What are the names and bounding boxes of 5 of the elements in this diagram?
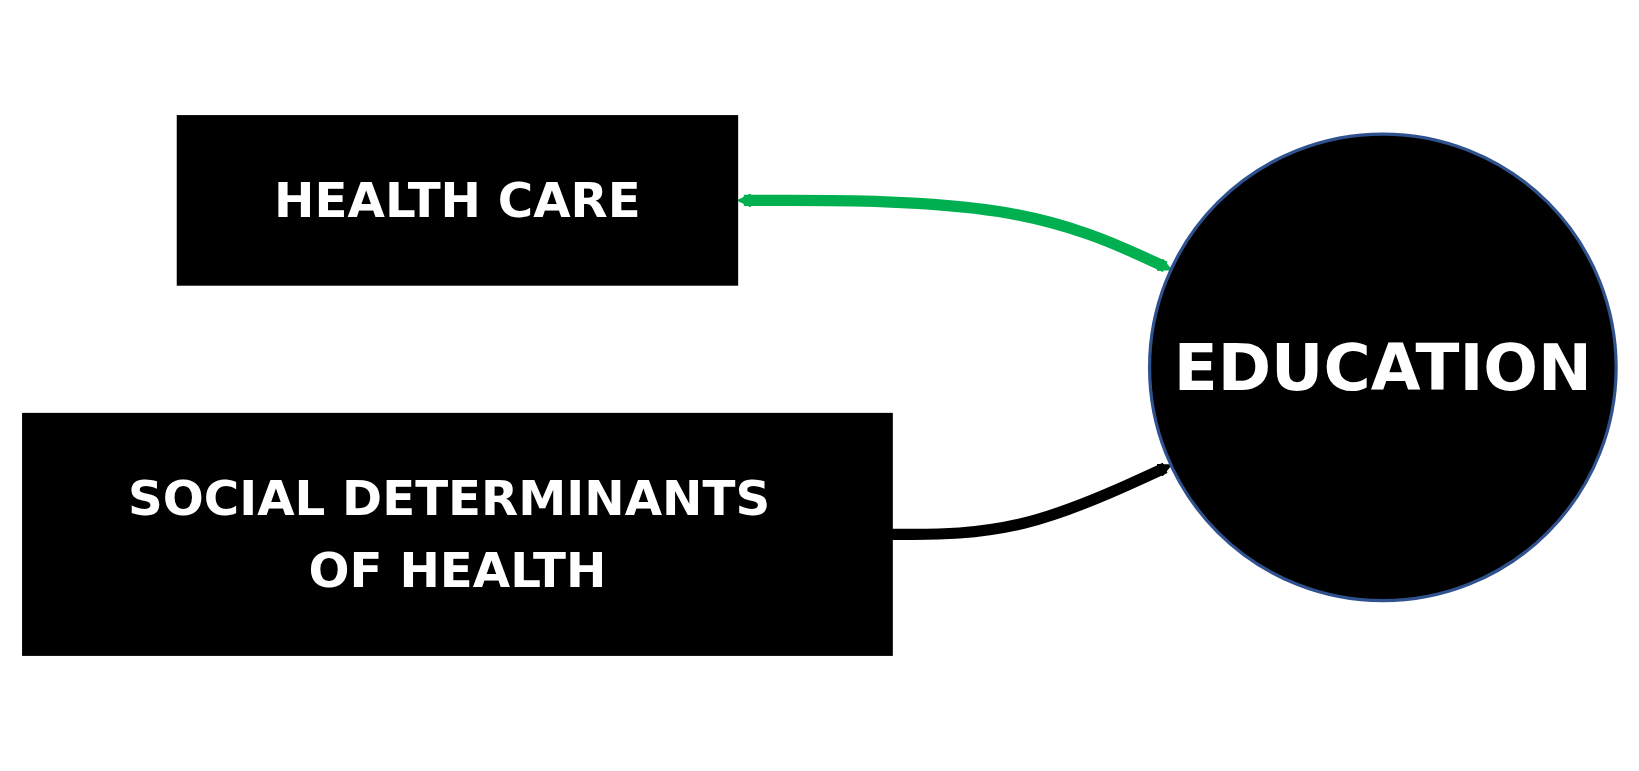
node-box: HEALTH CARE [176, 115, 739, 286]
node-circle: EDUCATION [1147, 132, 1618, 603]
arrow [737, 193, 1172, 273]
arrow [892, 462, 1172, 540]
node-box: SOCIAL DETERMINANTS OF HEALTH [22, 412, 893, 656]
